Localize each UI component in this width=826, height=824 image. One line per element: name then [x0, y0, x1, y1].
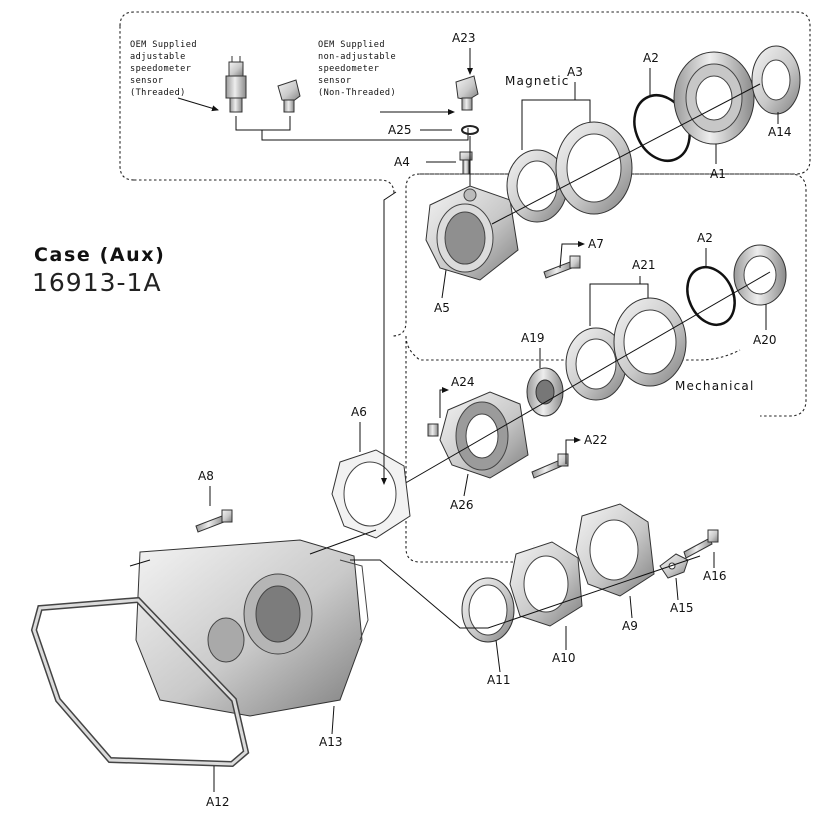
callout-A15: A15: [670, 601, 693, 615]
gasket-A12: [30, 596, 250, 768]
part-number: 16913-1A: [32, 268, 162, 297]
callout-A21: A21: [632, 258, 655, 272]
callout-A14: A14: [768, 125, 791, 139]
bearing-A20: [733, 244, 787, 306]
callout-A6: A6: [351, 405, 367, 419]
callout-A25: A25: [388, 123, 411, 137]
callout-A20: A20: [753, 333, 776, 347]
plate-A10: [509, 541, 583, 627]
magnetic-kit-outline: [119, 11, 811, 337]
callout-A7: A7: [588, 237, 604, 251]
callout-A19: A19: [521, 331, 544, 345]
leader-threaded: [177, 97, 219, 112]
case-A13: [135, 539, 369, 717]
diagram-title: Case (Aux): [34, 244, 166, 266]
gasket-A6: [331, 449, 411, 539]
o-ring-A25: [461, 125, 479, 135]
bolt-A8: [195, 509, 233, 533]
callout-A2: A2: [643, 51, 659, 65]
callout-A1: A1: [710, 167, 726, 181]
gear-A19: [526, 367, 564, 417]
housing-A5: [425, 185, 519, 281]
callout-A11: A11: [487, 673, 510, 687]
snap-ring-A2-mech: [686, 266, 736, 326]
cage-A26: [439, 391, 529, 479]
callout-A8: A8: [198, 469, 214, 483]
callout-A24: A24: [451, 375, 474, 389]
sensor-threaded: [225, 56, 247, 113]
sensor-non-threaded-a: [277, 79, 301, 113]
callout-A22: A22: [584, 433, 607, 447]
bolt-A16: [683, 529, 719, 559]
pin-A24: [427, 423, 439, 437]
seal-A3-large: [555, 121, 633, 215]
seal-A3-small: [506, 149, 568, 223]
callout-A13: A13: [319, 735, 342, 749]
callout-A4: A4: [394, 155, 410, 169]
washer-A14: [751, 45, 801, 115]
bolt-A4: [459, 151, 473, 175]
cover-A9: [575, 503, 655, 597]
callout-A3: A3: [567, 65, 583, 79]
axis-magnetic: [491, 83, 761, 225]
axis-lower: [129, 529, 701, 629]
note-non-adjustable: OEM Supplied non-adjustable speedometer …: [318, 40, 402, 98]
bolt-A22: [531, 453, 569, 479]
tab-washer-A15: [659, 553, 689, 579]
callout-A26: A26: [450, 498, 473, 512]
leader-lines: [209, 48, 779, 792]
leader-housing-to-gasket: [381, 191, 397, 485]
callout-A23: A23: [452, 31, 475, 45]
section-mechanical: Mechanical: [675, 379, 755, 393]
callout-A10: A10: [552, 651, 575, 665]
callout-A5: A5: [434, 301, 450, 315]
callouts: A23 A3 A2 A14 A1 A25 A4 A7 A5 A2 A21 A20…: [198, 31, 791, 809]
axis-mechanical: [389, 271, 771, 493]
section-magnetic: Magnetic: [505, 74, 570, 88]
callout-A2-mech: A2: [697, 231, 713, 245]
callout-A12: A12: [206, 795, 229, 809]
note-adjustable: OEM Supplied adjustable speedometer sens…: [130, 40, 202, 98]
callout-A9: A9: [622, 619, 638, 633]
sensor-non-threaded-A23: [455, 75, 479, 111]
shim-A11: [461, 577, 515, 643]
tone-wheel-A1: [673, 51, 755, 145]
bolt-A7: [543, 255, 581, 279]
callout-A16: A16: [703, 569, 726, 583]
sensor-bracket-lines: [235, 116, 469, 141]
